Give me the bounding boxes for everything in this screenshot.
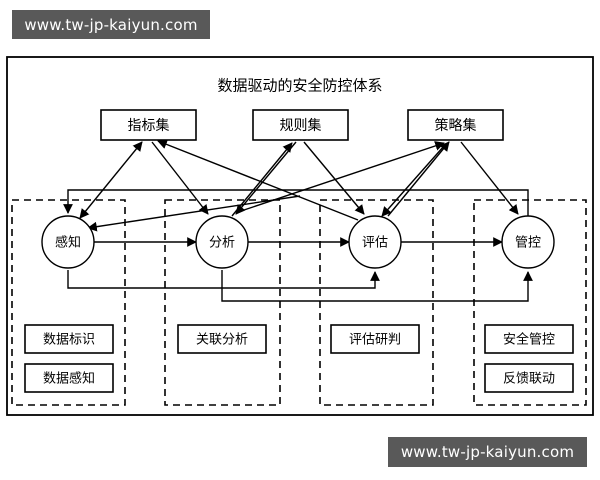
edge-rule-to-evaluation [303,141,365,215]
stage-node-analysis[interactable]: 分析 [195,215,249,269]
leaf-box-data-perception-label: 数据感知 [43,371,95,387]
dashed-column-3 [319,199,434,406]
resource-box-strategy[interactable]: 策略集 [407,109,504,141]
leaf-box-evaluation-judgment-label: 评估研判 [349,333,401,348]
leaf-box-correlation-analysis-label: 关联分析 [196,333,248,348]
resource-box-indicator-label: 指标集 [128,117,170,134]
edge-strategy-to-control [460,141,519,215]
dashed-column-1 [11,199,126,406]
leaf-box-evaluation-judgment[interactable]: 评估研判 [330,324,420,354]
edge-rule-to-perception [87,195,301,232]
resource-box-indicator[interactable]: 指标集 [100,109,197,141]
diagram-outer-frame [6,56,594,416]
leaf-box-correlation-analysis[interactable]: 关联分析 [177,324,267,354]
resource-box-rule-label: 规则集 [280,117,322,134]
edge-analysis-to-control-feedback [221,270,533,302]
stage-node-control-label: 管控 [515,236,541,251]
leaf-box-feedback-linkage-label: 反馈联动 [503,372,555,387]
leaf-box-data-identification[interactable]: 数据标识 [24,324,114,354]
edge-control-to-perception-feedback [63,189,529,217]
edge-analysis-to-rule [231,142,293,217]
stage-node-perception[interactable]: 感知 [41,215,95,269]
leaf-box-security-control[interactable]: 安全管控 [484,324,574,354]
stage-node-analysis-label: 分析 [209,236,235,251]
stage-node-evaluation-label: 评估 [362,236,388,251]
edge-evaluation-to-strategy [387,141,450,217]
dashed-column-2 [164,199,281,406]
edge-indicator-to-analysis [151,141,209,215]
watermark-bottom: www.tw-jp-kaiyun.com [388,437,587,467]
edge-analysis-to-strategy [237,141,445,213]
leaf-box-data-perception[interactable]: 数据感知 [24,363,114,393]
watermark-top: www.tw-jp-kaiyun.com [12,10,210,39]
resource-box-strategy-label: 策略集 [435,117,477,134]
stage-node-perception-label: 感知 [55,235,81,251]
stage-node-evaluation[interactable]: 评估 [348,215,402,269]
edge-rule-to-analysis [235,141,297,215]
edge-strategy-to-evaluation [381,145,445,217]
resource-box-rule[interactable]: 规则集 [252,109,349,141]
edge-perception-indicator-bidirectional [79,141,143,219]
stage-node-control[interactable]: 管控 [501,215,555,269]
leaf-box-feedback-linkage[interactable]: 反馈联动 [484,363,574,393]
edge-evaluation-to-indicator [157,139,359,221]
diagram-title: 数据驱动的安全防控体系 [217,77,382,95]
dashed-column-4 [473,199,587,406]
leaf-box-security-control-label: 安全管控 [503,332,555,348]
leaf-box-data-identification-label: 数据标识 [43,333,95,348]
